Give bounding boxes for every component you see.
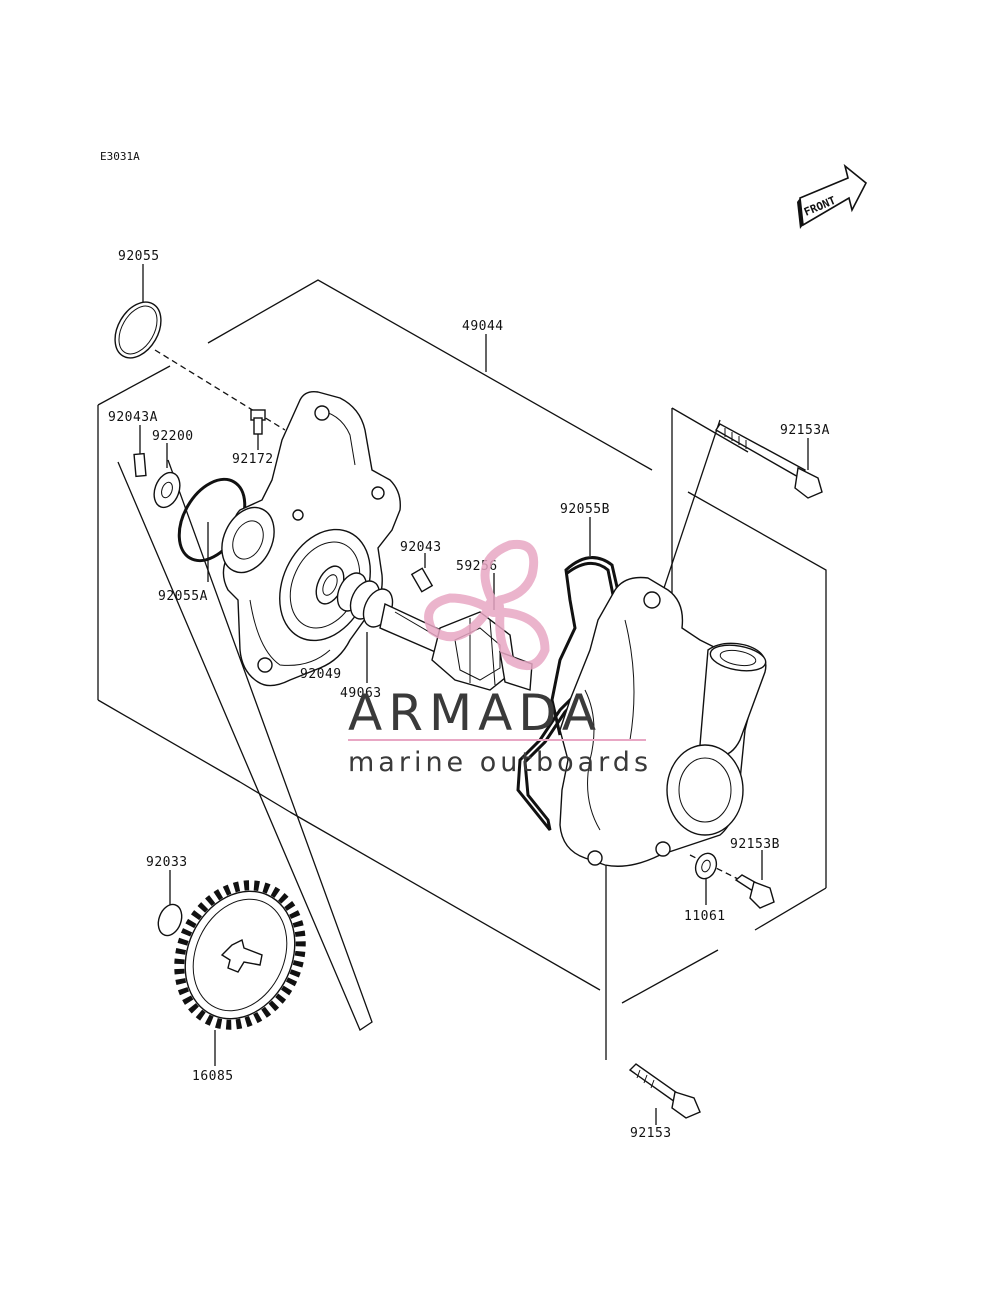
pin-92043 <box>410 567 434 593</box>
watermark-tagline: marine outboards <box>348 747 652 778</box>
armada-watermark: ARMADA marine outboards <box>348 539 652 778</box>
label-92049: 92049 <box>300 667 342 682</box>
label-92172: 92172 <box>232 452 274 467</box>
washer-92200 <box>153 471 181 509</box>
front-arrow-icon: FRONT <box>797 163 868 229</box>
watermark-brand: ARMADA <box>348 684 602 742</box>
label-49044: 49044 <box>462 319 504 334</box>
diagram-code: E3031A <box>100 150 140 163</box>
label-92055a: 92055A <box>158 589 208 604</box>
label-92200: 92200 <box>152 429 194 444</box>
label-92153a: 92153A <box>780 423 830 438</box>
label-49063: 49063 <box>340 686 382 701</box>
assembly-outline <box>97 279 827 1004</box>
circlip-92055 <box>114 301 162 359</box>
leader-lines <box>117 264 809 1125</box>
label-92043: 92043 <box>400 540 442 555</box>
bolt-92153b <box>734 874 775 909</box>
label-11061: 11061 <box>684 909 726 924</box>
label-92055b: 92055B <box>560 502 610 517</box>
pump-cover <box>221 390 401 687</box>
washer-11061 <box>694 852 718 880</box>
gear-16085 <box>174 880 306 1030</box>
screw-92172 <box>250 409 266 435</box>
gasket-92055b <box>516 556 622 831</box>
label-92153: 92153 <box>630 1126 672 1141</box>
label-16085: 16085 <box>192 1069 234 1084</box>
label-92043a: 92043A <box>108 410 158 425</box>
label-92153b: 92153B <box>730 837 780 852</box>
label-92033: 92033 <box>146 855 188 870</box>
pin-92043a <box>133 452 147 478</box>
bolt-92153 <box>628 1063 701 1119</box>
shaft-49063 <box>336 572 446 655</box>
bolt-92153a <box>715 423 823 499</box>
label-92055: 92055 <box>118 249 160 264</box>
circlip-92033 <box>157 903 183 937</box>
pump-body <box>559 576 767 867</box>
propeller-logo-icon <box>424 539 550 671</box>
